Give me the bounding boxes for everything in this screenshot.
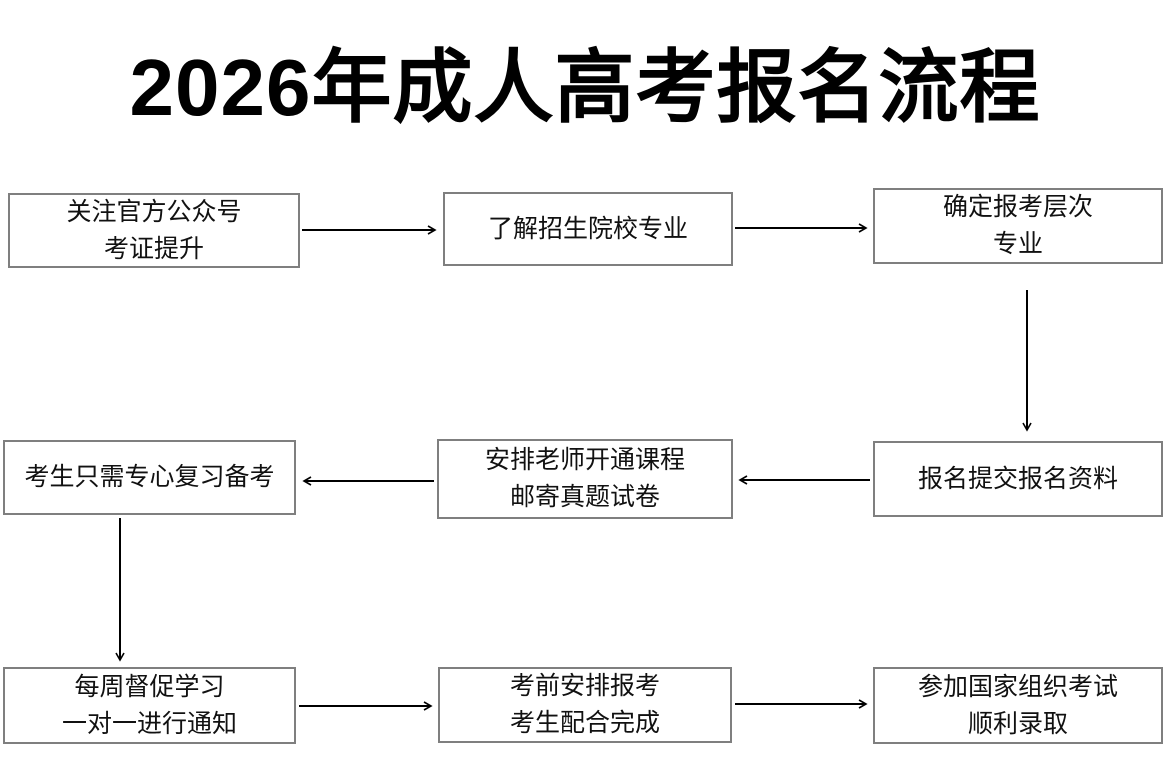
flow-step-5-line-1: 安排老师开通课程 (484, 446, 685, 474)
flow-step-3-line-1: 确定报考层次 (942, 193, 1093, 221)
flow-step-4-line-1: 报名提交报名资料 (917, 464, 1118, 493)
flow-step-9: 参加国家组织考试 顺利录取 (873, 667, 1163, 744)
flow-step-5: 安排老师开通课程 邮寄真题试卷 (437, 439, 733, 519)
flow-step-9-line-1: 参加国家组织考试 (917, 672, 1118, 701)
flow-step-7-line-1: 每周督促学习 (74, 672, 225, 701)
flow-step-1-line-2: 考证提升 (103, 234, 204, 263)
flow-step-6-line-1: 考生只需专心复习备考 (24, 463, 275, 491)
flow-step-8: 考前安排报考 考生配合完成 (438, 667, 732, 743)
flow-step-2: 了解招生院校专业 (443, 192, 733, 266)
flow-step-8-line-2: 考生配合完成 (509, 709, 660, 737)
flow-step-4: 报名提交报名资料 (873, 441, 1163, 517)
flow-step-9-line-2: 顺利录取 (967, 709, 1068, 738)
flow-step-1-line-1: 关注官方公众号 (66, 197, 242, 226)
flow-step-3-line-2: 专业 (992, 230, 1043, 258)
flow-step-2-line-1: 了解招生院校专业 (487, 214, 688, 243)
page-title: 2026年成人高考报名流程 (129, 43, 1041, 132)
flow-step-7: 每周督促学习 一对一进行通知 (3, 667, 296, 744)
flow-step-3: 确定报考层次 专业 (873, 188, 1163, 264)
flow-step-5-line-2: 邮寄真题试卷 (509, 483, 660, 511)
flow-step-1: 关注官方公众号 考证提升 (8, 193, 300, 268)
flow-step-6: 考生只需专心复习备考 (3, 440, 296, 515)
flow-step-8-line-1: 考前安排报考 (509, 672, 660, 700)
flow-step-7-line-2: 一对一进行通知 (61, 709, 237, 738)
